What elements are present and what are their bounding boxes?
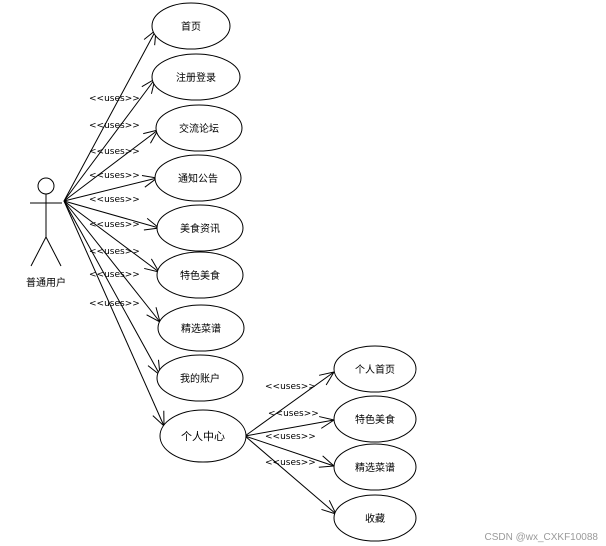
usecase-special-food[interactable]: 特色美食 (156, 251, 244, 299)
watermark: CSDN @wx_CXKF10088 (484, 532, 598, 543)
uses-label-6: <<uses>> (89, 220, 140, 230)
actor-figure (30, 177, 62, 267)
actor-head (37, 177, 55, 195)
usecase-notice-label: 通知公告 (178, 172, 218, 185)
center-link-4 (244, 435, 336, 514)
uses-label-10: <<uses>> (265, 382, 316, 392)
actor-link-6 (63, 200, 159, 272)
uses-label-11: <<uses>> (268, 409, 319, 419)
usecase-my-account[interactable]: 我的账户 (156, 354, 244, 402)
uses-label-5: <<uses>> (89, 195, 140, 205)
usecase-register-login-label: 注册登录 (176, 71, 216, 84)
actor-link-8 (63, 200, 160, 375)
usecase-forum-label: 交流论坛 (179, 122, 219, 135)
usecase-favorites[interactable]: 收藏 (333, 494, 417, 542)
uses-label-2: <<uses>> (89, 121, 140, 131)
usecase-recipes-label: 精选菜谱 (181, 322, 221, 335)
usecase-personal-center[interactable]: 个人中心 (159, 409, 247, 463)
usecase-home[interactable]: 首页 (151, 2, 231, 50)
uses-label-1: <<uses>> (89, 94, 140, 104)
usecase-recipes[interactable]: 精选菜谱 (157, 304, 245, 352)
usecase-center-recipes[interactable]: 精选菜谱 (333, 443, 417, 491)
usecase-favorites-label: 收藏 (365, 512, 385, 525)
usecase-register-login[interactable]: 注册登录 (151, 53, 241, 101)
usecase-center-special-food[interactable]: 特色美食 (333, 395, 417, 443)
center-link-3 (244, 435, 334, 466)
usecase-forum[interactable]: 交流论坛 (155, 104, 243, 152)
uses-label-3: <<uses>> (89, 147, 140, 157)
actor-link-3 (63, 130, 158, 202)
usecase-notice[interactable]: 通知公告 (154, 154, 242, 202)
usecase-food-news-label: 美食资讯 (180, 222, 220, 235)
uses-label-4: <<uses>> (89, 171, 140, 181)
uses-label-13: <<uses>> (265, 458, 316, 468)
actor-link-4 (63, 178, 157, 202)
usecase-home-label: 首页 (181, 20, 201, 33)
usecase-my-account-label: 我的账户 (180, 372, 220, 385)
uses-label-8: <<uses>> (89, 270, 140, 280)
actor-label: 普通用户 (26, 276, 66, 289)
uses-label-9: <<uses>> (89, 299, 140, 309)
usecase-center-recipes-label: 精选菜谱 (355, 461, 395, 474)
uses-label-12: <<uses>> (265, 432, 316, 442)
actor-link-5 (63, 200, 159, 228)
uses-label-7: <<uses>> (89, 247, 140, 257)
actor-right-leg (45, 236, 62, 267)
usecase-center-special-food-label: 特色美食 (355, 413, 395, 426)
actor-link-1 (63, 30, 156, 202)
usecase-personal-center-label: 个人中心 (181, 430, 225, 443)
actor-link-2 (63, 79, 155, 202)
actor-link-9 (63, 200, 164, 426)
center-link-2 (244, 420, 334, 437)
center-link-1 (244, 372, 334, 437)
center-links (244, 372, 336, 514)
actor-links (63, 30, 164, 426)
actor-left-leg (30, 236, 47, 267)
actor-link-7 (63, 200, 160, 322)
usecase-personal-home[interactable]: 个人首页 (333, 345, 417, 393)
usecase-food-news[interactable]: 美食资讯 (156, 204, 244, 252)
usecase-personal-home-label: 个人首页 (355, 363, 395, 376)
usecase-special-food-label: 特色美食 (180, 269, 220, 282)
